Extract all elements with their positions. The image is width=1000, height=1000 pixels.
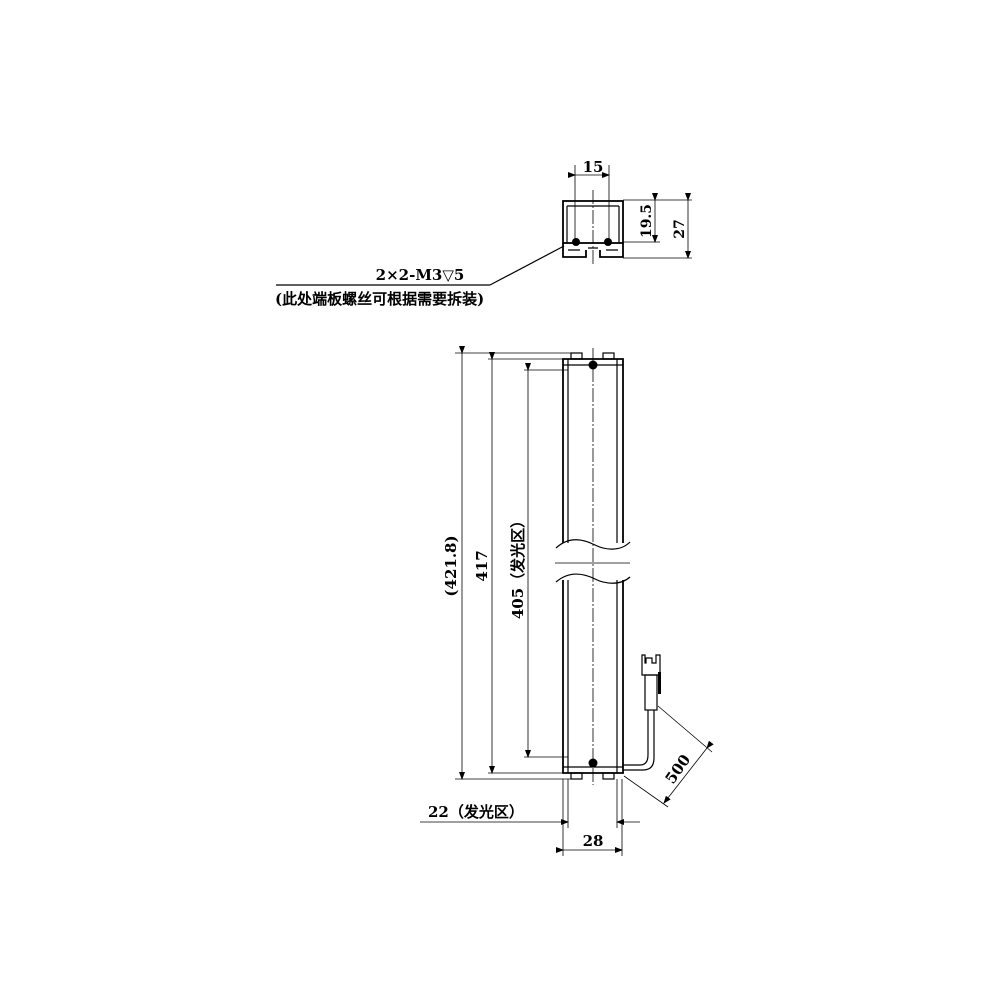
screw-note-leader: 2×2-M3▽5 (此处端板螺丝可根据需要拆装)	[275, 245, 565, 308]
screw-note-detail: (此处端板螺丝可根据需要拆装)	[275, 290, 484, 308]
dim-15: 15	[568, 158, 610, 242]
dim-421-8-label: (421.8)	[442, 535, 460, 596]
end-screw-bottom	[588, 758, 598, 768]
dim-405: 405（发光区）	[509, 363, 568, 758]
dim-19-5: 19.5	[623, 193, 692, 243]
dim-28: 28	[556, 779, 623, 856]
dim-19-5-label: 19.5	[639, 204, 655, 238]
screw-hole-left	[572, 238, 580, 246]
dim-417-label: 417	[473, 550, 491, 581]
break-line-top	[555, 539, 631, 550]
dim-421-8: (421.8)	[442, 346, 571, 780]
dim-22: 22（发光区）	[420, 779, 640, 828]
dim-500-label: 500	[662, 751, 695, 787]
end-view-profile	[562, 190, 624, 266]
dim-405-label: 405（发光区）	[509, 513, 527, 619]
dim-500: 500	[623, 705, 714, 808]
screw-note-label: 2×2-M3▽5	[376, 266, 465, 284]
break-line-bottom	[555, 573, 631, 584]
dim-27: 27	[623, 193, 692, 259]
cable-and-connector	[623, 654, 661, 771]
light-bar-body	[555, 348, 631, 785]
dim-15-label: 15	[583, 158, 604, 176]
dim-417: 417	[473, 352, 563, 774]
dim-28-label: 28	[583, 832, 604, 850]
dim-22-label: 22（发光区）	[428, 803, 524, 821]
dim-27-label: 27	[672, 219, 688, 238]
screw-hole-right	[604, 238, 612, 246]
